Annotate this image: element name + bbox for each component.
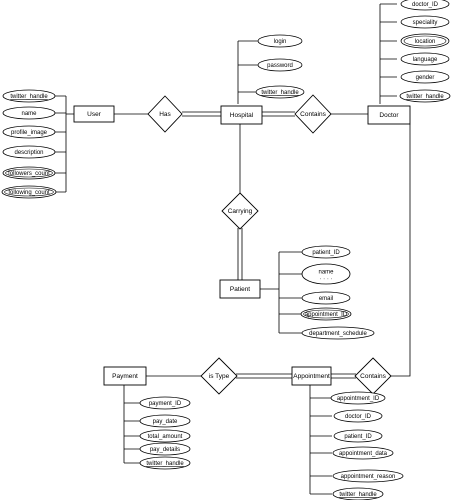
user-attributes: twitter_handle name profile_image descri…: [1, 89, 57, 199]
svg-text:twitter_handle: twitter_handle: [261, 90, 299, 96]
attr-appointment-patient-id: patient_ID: [333, 429, 383, 443]
attr-user-twitter-handle: twitter_handle: [2, 89, 56, 103]
attr-patient-id: patient_ID: [301, 245, 351, 259]
relationship-contains-doctor: Contains: [294, 94, 332, 134]
attr-user-name: name: [2, 106, 56, 120]
payment-attributes: payment_ID pay_date total_amount pay_det…: [139, 396, 191, 470]
svg-text:password: password: [267, 63, 293, 69]
attr-appointment-id: appointment_ID: [330, 391, 386, 405]
svg-text:Contains: Contains: [300, 111, 326, 118]
attr-hospital-password: password: [257, 58, 303, 72]
attr-patient-appointment-id: appointment_ID: [300, 307, 352, 321]
svg-text:Has: Has: [159, 111, 171, 118]
svg-text:department_schedule: department_schedule: [309, 331, 367, 337]
svg-text:followers_count: followers_count: [8, 171, 50, 177]
svg-text:email: email: [319, 296, 333, 302]
svg-text:twitter_handle: twitter_handle: [10, 94, 48, 100]
attr-user-following-count: following_count: [1, 185, 57, 199]
svg-text:name: name: [21, 111, 37, 117]
relationship-contains-appointment: Contains: [354, 357, 392, 395]
svg-text:doctor_ID: doctor_ID: [412, 2, 439, 8]
attr-payment-total-amount: total_amount: [139, 429, 191, 443]
svg-text:Payment: Payment: [112, 373, 138, 380]
attr-hospital-twitter-handle: twitter_handle: [255, 85, 305, 99]
doctor-attributes: doctor_ID speciality location language g…: [399, 0, 451, 103]
svg-text:Patient: Patient: [230, 286, 250, 293]
svg-text:User: User: [87, 111, 102, 118]
attr-user-followers-count: followers_count: [2, 166, 56, 180]
entity-patient: Patient: [219, 279, 261, 299]
attr-payment-pay-details: pay_details: [139, 442, 191, 456]
svg-text:twitter_handle: twitter_handle: [146, 461, 184, 467]
attr-hospital-login: login: [257, 34, 303, 48]
svg-text:pay_date: pay_date: [153, 419, 178, 425]
svg-text:description: description: [14, 150, 43, 156]
attr-user-description: description: [2, 145, 56, 159]
svg-text:Hospital: Hospital: [230, 112, 254, 119]
relationship-is-type: is Type: [200, 357, 238, 395]
attr-patient-email: email: [301, 291, 351, 305]
attr-patient-name: name· · · ·: [301, 263, 351, 285]
attr-doctor-gender: gender: [400, 70, 450, 84]
relationship-has: Has: [147, 95, 183, 133]
patient-attributes: patient_ID name· · · · email appointment…: [300, 245, 375, 340]
attr-appointment-twitter-handle: twitter_handle: [332, 487, 384, 500]
svg-text:appointment_ID: appointment_ID: [305, 312, 348, 318]
svg-text:language: language: [413, 57, 438, 63]
svg-text:profile_image: profile_image: [11, 130, 48, 136]
entity-hospital: Hospital: [220, 105, 263, 125]
svg-text:twitter_handle: twitter_handle: [339, 492, 377, 498]
attr-payment-id: payment_ID: [139, 396, 191, 410]
attr-user-profile-image: profile_image: [2, 125, 56, 139]
attr-doctor-location: location: [400, 33, 450, 49]
svg-text:login: login: [274, 39, 287, 45]
svg-text:· · · ·: · · · ·: [320, 277, 333, 283]
entity-payment: Payment: [103, 366, 147, 386]
svg-text:appointment_ID: appointment_ID: [337, 396, 380, 402]
attr-doctor-speciality: speciality: [400, 15, 450, 29]
svg-text:following_count: following_count: [8, 190, 50, 196]
svg-text:twitter_handle: twitter_handle: [406, 94, 444, 100]
svg-text:appointment_data: appointment_data: [339, 451, 388, 457]
attr-patient-department-schedule: department_schedule: [301, 326, 375, 340]
relationship-carrying: Carrying: [221, 192, 259, 230]
attr-doctor-twitter-handle: twitter_handle: [399, 89, 451, 103]
svg-text:speciality: speciality: [413, 20, 438, 26]
svg-text:pay_details: pay_details: [150, 447, 180, 453]
attr-doctor-id: doctor_ID: [400, 0, 450, 11]
svg-text:Appointment: Appointment: [293, 373, 330, 380]
svg-text:gender: gender: [416, 75, 435, 81]
svg-text:doctor_ID: doctor_ID: [345, 414, 372, 420]
attr-appointment-reason: appointment_reason: [332, 469, 404, 483]
svg-text:appointment_reason: appointment_reason: [341, 474, 396, 480]
entity-appointment: Appointment: [291, 366, 332, 386]
appointment-attributes: appointment_ID doctor_ID patient_ID appo…: [330, 391, 404, 500]
attr-payment-twitter-handle: twitter_handle: [139, 456, 191, 470]
svg-text:Contains: Contains: [360, 373, 386, 380]
attr-appointment-doctor-id: doctor_ID: [333, 409, 383, 423]
entity-user: User: [73, 105, 115, 123]
svg-text:name: name: [318, 270, 334, 276]
hospital-attributes: login password twitter_handle: [255, 34, 305, 99]
svg-text:is Type: is Type: [209, 373, 230, 380]
svg-text:patient_ID: patient_ID: [312, 250, 340, 256]
attr-payment-pay-date: pay_date: [139, 414, 191, 428]
svg-text:payment_ID: payment_ID: [149, 401, 182, 407]
entity-doctor: Doctor: [367, 105, 411, 125]
connector-lines: [55, 3, 411, 495]
svg-text:Carrying: Carrying: [228, 208, 253, 215]
attr-appointment-data: appointment_data: [332, 446, 394, 460]
svg-text:Doctor: Doctor: [379, 112, 399, 119]
svg-text:location: location: [415, 39, 436, 45]
attr-doctor-language: language: [400, 52, 450, 66]
svg-text:patient_ID: patient_ID: [344, 434, 372, 440]
svg-text:total_amount: total_amount: [148, 434, 183, 440]
